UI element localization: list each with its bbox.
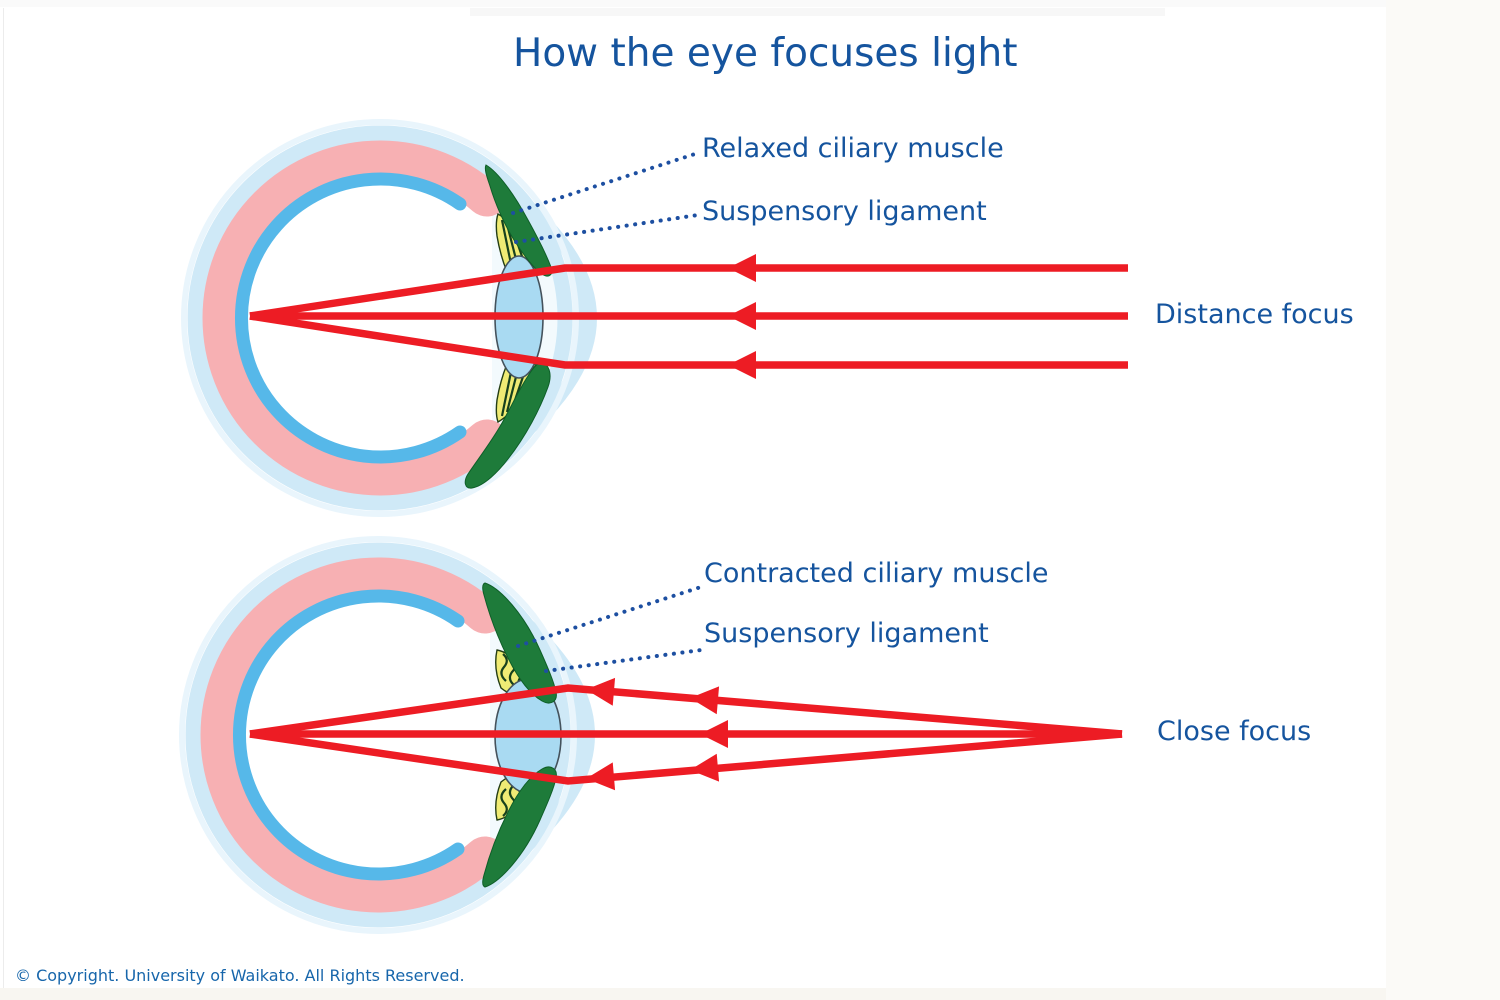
ray-arrowhead xyxy=(728,254,756,282)
page-title: How the eye focuses light xyxy=(513,31,1018,76)
eye-close-diagram xyxy=(179,536,1123,934)
ray-arrowhead xyxy=(728,302,756,330)
cornea xyxy=(488,585,595,885)
ray-arrowhead xyxy=(728,351,756,379)
label-distance-focus: Distance focus xyxy=(1155,299,1354,330)
ray-arrowhead xyxy=(690,753,720,782)
choroid-ring xyxy=(195,133,509,503)
leader-line-relaxed-muscle xyxy=(511,151,700,215)
label-suspensory-ligament-distance: Suspensory ligament xyxy=(702,196,987,227)
ciliary-muscle-bottom xyxy=(482,766,557,888)
page-edge-artifact-top2 xyxy=(470,8,1165,16)
copyright-notice: © Copyright. University of Waikato. All … xyxy=(15,966,465,985)
light-rays-close xyxy=(249,677,1123,791)
label-relaxed-ciliary-muscle: Relaxed ciliary muscle xyxy=(702,133,1004,164)
leader-line-suspensory-top xyxy=(514,213,700,244)
ray-arrowhead xyxy=(700,720,728,748)
page-edge-artifact-top xyxy=(0,0,1500,7)
light-rays-distance xyxy=(249,254,1128,379)
leader-line-contracted-muscle xyxy=(516,585,703,648)
label-suspensory-ligament-close: Suspensory ligament xyxy=(704,618,989,649)
retina-arc xyxy=(234,172,467,464)
ciliary-muscle-top xyxy=(482,582,557,704)
page-edge-artifact-right xyxy=(1386,0,1500,1000)
choroid-ring xyxy=(193,550,507,920)
ray-arrowhead xyxy=(586,762,616,791)
leader-line-suspensory-bottom xyxy=(544,648,703,673)
ray-arrowhead xyxy=(690,686,720,715)
label-contracted-ciliary-muscle: Contracted ciliary muscle xyxy=(704,558,1049,589)
cornea xyxy=(490,168,597,468)
page-edge-artifact-left xyxy=(3,8,4,988)
page-edge-artifact-bottom xyxy=(0,988,1500,1000)
ray-arrowhead xyxy=(586,677,616,706)
label-close-focus: Close focus xyxy=(1157,716,1312,747)
ciliary-muscle-bottom xyxy=(464,361,551,489)
eye-distance-diagram xyxy=(181,119,1128,517)
retina-arc xyxy=(232,589,465,881)
